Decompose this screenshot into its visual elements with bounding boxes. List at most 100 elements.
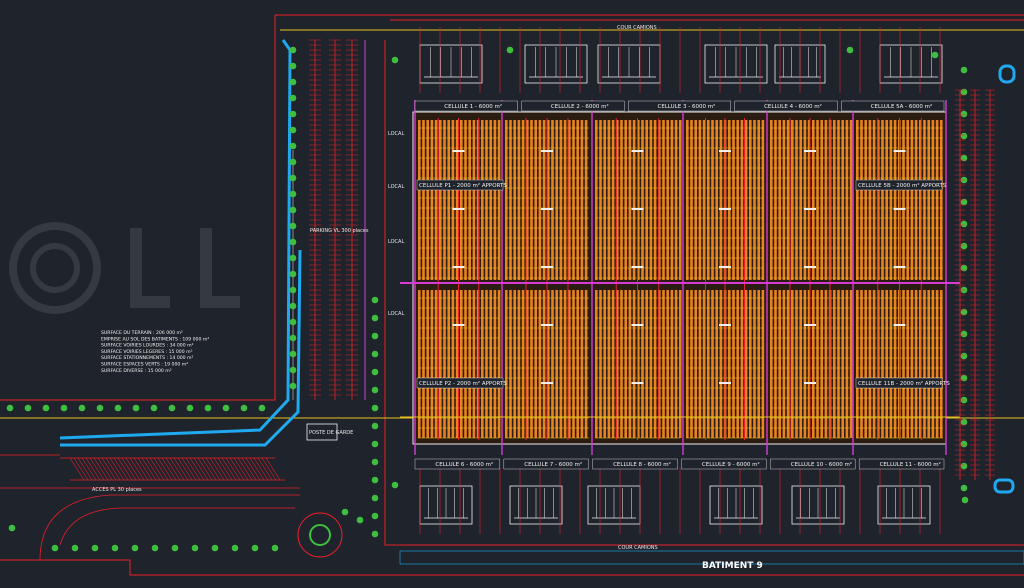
rack-column xyxy=(885,120,888,280)
rack-column xyxy=(580,290,584,438)
sprinkler-mark xyxy=(893,324,906,326)
roundabout-icon xyxy=(297,512,343,558)
rack-column xyxy=(820,120,823,280)
rack-column xyxy=(732,290,735,438)
rack-column xyxy=(893,290,897,438)
rack-column xyxy=(580,120,584,280)
rack-column xyxy=(526,290,529,438)
rack-column xyxy=(641,120,644,280)
tree-icon xyxy=(289,110,297,118)
rack-column xyxy=(856,120,859,280)
rack-column xyxy=(923,290,926,438)
tree-icon xyxy=(150,404,158,412)
tree-icon xyxy=(371,530,379,538)
rack-column xyxy=(757,290,760,438)
rack-column xyxy=(719,290,723,438)
tree-icon xyxy=(8,524,16,532)
rack-column xyxy=(940,120,943,280)
rack-column xyxy=(559,120,563,280)
rack-column xyxy=(555,120,558,280)
tree-icon xyxy=(251,544,259,552)
cell-label-box xyxy=(770,458,856,470)
tree-icon xyxy=(371,512,379,520)
truck-stall xyxy=(165,457,181,481)
sprinkler-mark xyxy=(804,208,816,210)
rack-column xyxy=(841,120,844,280)
truck-stall xyxy=(173,457,189,481)
truck-stall xyxy=(241,457,257,481)
tree-icon xyxy=(51,544,59,552)
rack-column xyxy=(803,290,807,438)
rack-column xyxy=(674,120,678,280)
rack-column xyxy=(935,120,939,280)
rack-column xyxy=(744,120,748,280)
rack-column xyxy=(451,290,455,438)
rack-column xyxy=(837,120,840,280)
rack-column xyxy=(595,120,598,280)
rack-column xyxy=(658,290,661,438)
tree-icon xyxy=(60,404,68,412)
stat-line: SURFACE ESPACES VERTS : 19 000 m² xyxy=(101,362,188,368)
cell-side-box xyxy=(416,179,504,191)
tree-icon xyxy=(289,126,297,134)
rack-column xyxy=(864,120,867,280)
rack-column xyxy=(914,290,918,438)
rack-column xyxy=(611,120,615,280)
rack-column xyxy=(497,120,501,280)
rack-column xyxy=(547,290,550,438)
cell-side-box xyxy=(855,377,943,389)
tree-icon xyxy=(289,334,297,342)
sprinkler-mark xyxy=(804,382,816,384)
truck-stall xyxy=(213,457,229,481)
tree-icon xyxy=(960,308,968,316)
cell-label-box xyxy=(503,458,589,470)
rack-column xyxy=(902,120,905,280)
rack-column xyxy=(889,120,893,280)
access-label: ACCES PL 30 places xyxy=(92,487,142,493)
tree-icon xyxy=(371,350,379,358)
rack-column xyxy=(841,290,844,438)
tree-icon xyxy=(114,404,122,412)
truck-stall xyxy=(113,457,129,481)
tree-icon xyxy=(960,242,968,250)
dock-door-icon-row-bottom xyxy=(419,468,941,534)
rack-column xyxy=(576,290,579,438)
sprinkler-mark xyxy=(893,266,906,268)
tree-icon xyxy=(204,404,212,412)
rack-column xyxy=(662,120,665,280)
site-boundary xyxy=(0,14,1024,576)
cell-label-box xyxy=(628,100,732,112)
tree-icon xyxy=(289,270,297,278)
rack-column xyxy=(563,290,567,438)
sprinkler-mark xyxy=(541,382,553,384)
truck-stall xyxy=(141,457,157,481)
cell-label: CELLULE 4 - 6000 m² xyxy=(764,103,822,110)
rack-column xyxy=(791,290,794,438)
rack-column xyxy=(616,120,619,280)
rack-column xyxy=(707,120,710,280)
rack-column xyxy=(906,290,909,438)
tree-icon xyxy=(371,314,379,322)
rack-column xyxy=(624,120,627,280)
rack-column xyxy=(509,290,512,438)
truck-stall xyxy=(257,457,273,481)
rack-column xyxy=(732,120,735,280)
cell-label-box xyxy=(414,100,518,112)
rack-column xyxy=(910,290,914,438)
rack-column xyxy=(481,290,484,438)
rack-column xyxy=(837,290,840,438)
rack-column xyxy=(812,290,815,438)
rack-column xyxy=(624,290,627,438)
rack-column xyxy=(736,120,739,280)
rack-column xyxy=(434,290,438,438)
rack-column xyxy=(464,290,467,438)
rack-column xyxy=(749,120,752,280)
rack-column xyxy=(599,120,602,280)
dock-door-icon xyxy=(704,44,768,84)
cour-label-bottom: COUR CAMIONS xyxy=(618,545,658,551)
rack-column xyxy=(637,290,640,438)
rack-column xyxy=(889,290,893,438)
tree-icon xyxy=(289,302,297,310)
